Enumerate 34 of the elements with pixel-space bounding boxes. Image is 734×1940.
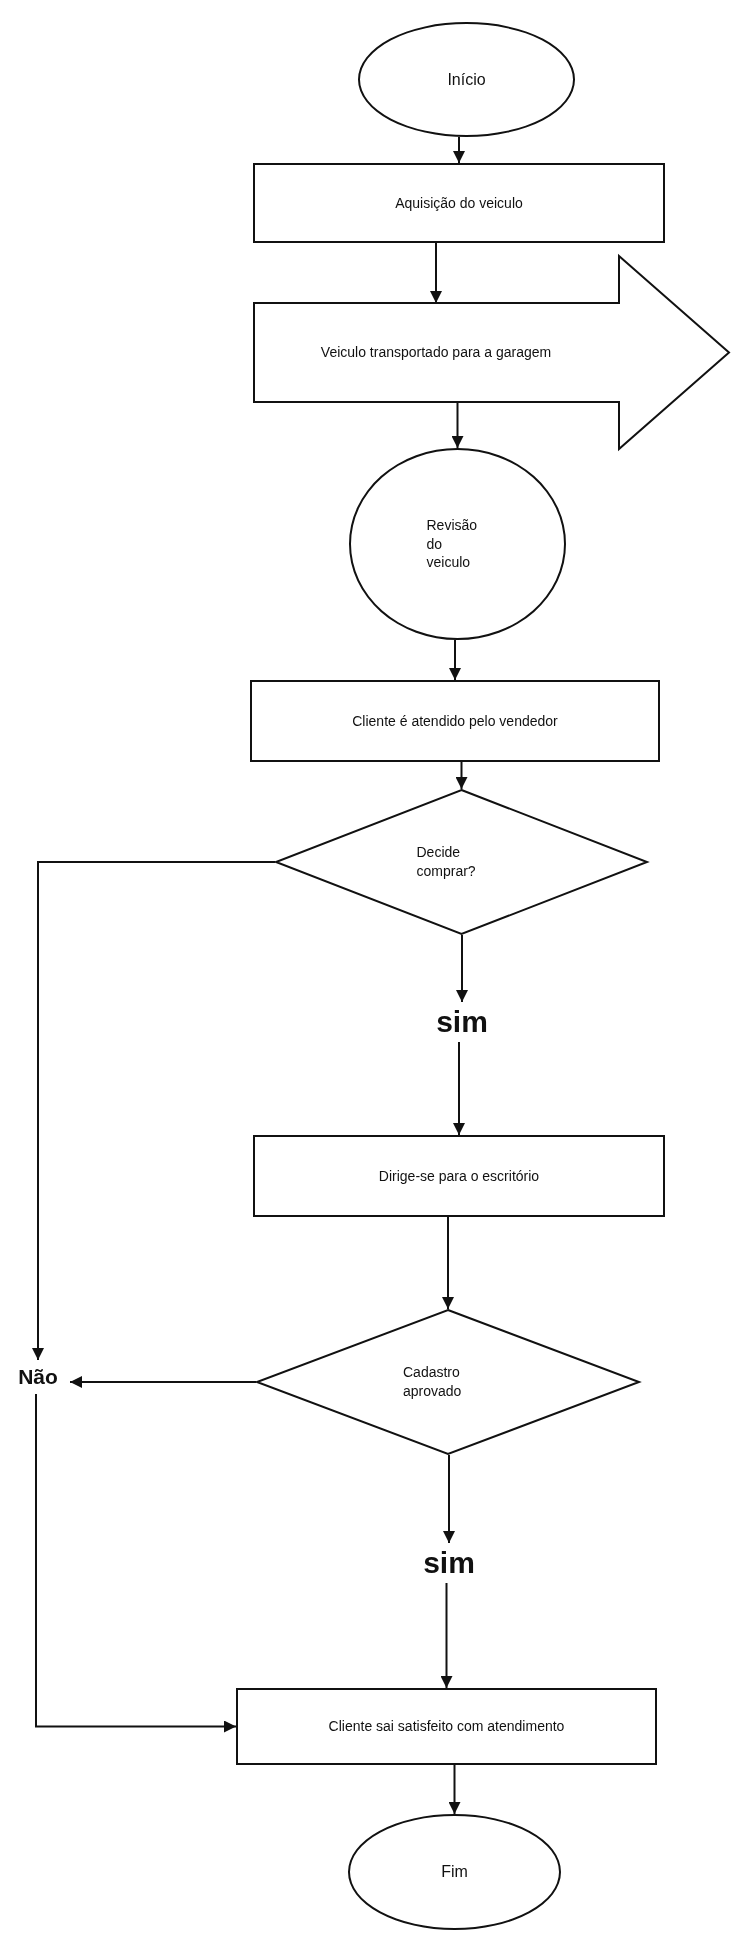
arrow xyxy=(453,1041,465,1136)
arrow xyxy=(451,401,464,449)
arrow xyxy=(32,861,276,1361)
step-label: Veiculo transportado para a garagem xyxy=(320,343,552,362)
arrow xyxy=(35,1393,237,1733)
arrow xyxy=(453,136,465,164)
arrow xyxy=(448,1764,461,1815)
process-shape xyxy=(253,255,730,450)
arrow xyxy=(430,242,442,304)
branch-label: sim xyxy=(418,1543,480,1583)
step-label: Fim xyxy=(441,1862,468,1883)
branch-label: Não xyxy=(10,1362,66,1392)
process-box xyxy=(253,163,665,243)
arrow xyxy=(440,1582,453,1689)
arrow xyxy=(455,761,468,790)
step-label: Aquisição do veiculo xyxy=(395,193,523,213)
decision-diamond xyxy=(275,789,648,935)
arrow xyxy=(456,934,468,1003)
arrow xyxy=(443,1454,455,1544)
step-label: Cadastro aprovado xyxy=(403,1363,463,1401)
arrow xyxy=(69,1376,257,1388)
step-label: Cliente sai satisfeito com atendimento xyxy=(328,1717,565,1736)
branch-label: sim xyxy=(431,1002,493,1042)
process-box xyxy=(250,680,660,762)
process-box xyxy=(236,1688,657,1765)
step-label: Decide comprar? xyxy=(416,843,477,881)
process-box xyxy=(253,1135,665,1217)
step-label: Cliente é atendido pelo vendedor xyxy=(352,711,558,731)
step-label: Revisão do veiculo xyxy=(426,515,479,573)
arrow xyxy=(449,639,461,681)
step-label: Início xyxy=(447,69,486,90)
arrow xyxy=(442,1216,454,1310)
decision-diamond xyxy=(256,1309,640,1455)
step-label: Dirige-se para o escritório xyxy=(378,1166,540,1186)
